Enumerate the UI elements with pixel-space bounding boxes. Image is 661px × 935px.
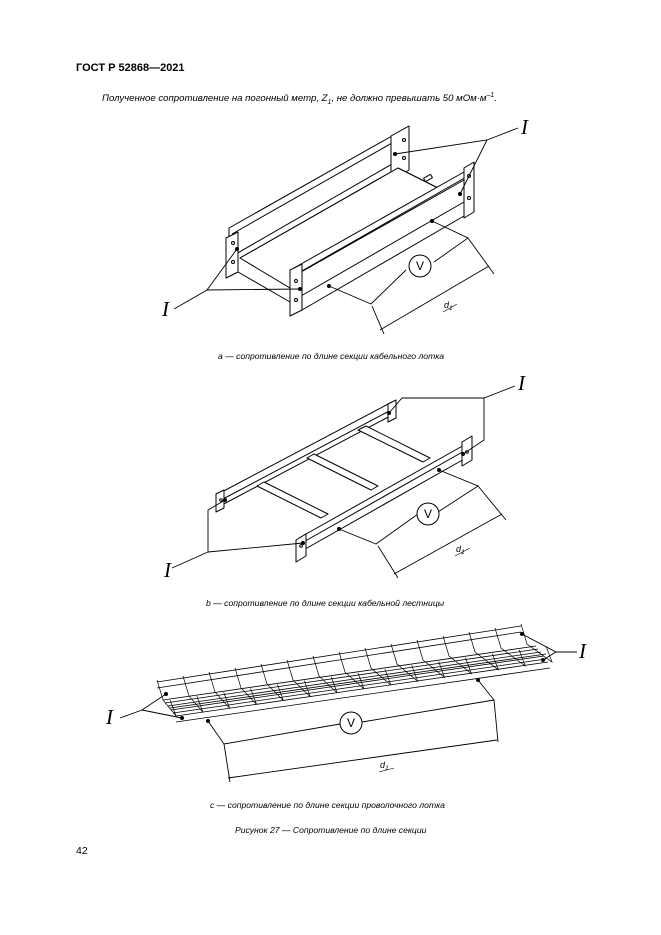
dimension-line-a — [379, 265, 490, 331]
dimension-line-b — [393, 513, 503, 575]
mesh-wire-loop — [234, 667, 257, 705]
voltmeter-symbol — [416, 502, 440, 526]
voltmeter-lead-right — [437, 469, 479, 513]
figure-a-caption: а — сопротивление по длине секции кабель… — [218, 351, 445, 361]
current-lead-right — [388, 385, 516, 414]
voltmeter-lead-right — [431, 220, 469, 263]
mesh-wire-loop — [312, 655, 338, 694]
dimension-label: d1 — [444, 300, 453, 312]
voltmeter-lead-left — [338, 513, 419, 545]
mesh-wire-loop — [442, 635, 473, 675]
voltmeter-label: V — [347, 716, 355, 730]
document-standard-number: ГОСТ Р 52868—2021 — [76, 62, 185, 74]
ladder-far-rail — [217, 401, 395, 507]
figure-b-caption: b — сопротивление по длине секции кабель… — [206, 598, 445, 608]
terminal-label-right: I — [578, 639, 587, 663]
figure-b-cable-ladder: V d1 I I — [163, 371, 526, 582]
figure-c-caption: с — сопротивление по длине секции провол… — [210, 800, 445, 810]
terminal-label-left: I — [161, 297, 170, 321]
voltmeter-symbol — [339, 711, 363, 735]
figure-title: Рисунок 27 — Сопротивление по длине секц… — [235, 825, 427, 835]
intro-subscript: 1 — [327, 99, 332, 107]
mesh-wire-loop — [416, 639, 446, 679]
mesh-wire-loop — [286, 659, 311, 697]
terminal-label-left: I — [105, 705, 114, 729]
intro-text-end: . — [494, 93, 497, 105]
voltmeter-label: V — [424, 507, 432, 521]
mesh-wire-loop — [338, 651, 365, 690]
dimension-label: d1 — [456, 544, 465, 556]
tray-left-end-plate-far — [225, 231, 239, 279]
mesh-wire-loop — [208, 671, 231, 709]
dimension-label: d1 — [380, 760, 389, 772]
terminal-label-right: I — [520, 115, 529, 139]
dimension-line-c — [227, 739, 498, 779]
mesh-wire-loop — [520, 623, 553, 663]
voltmeter-lead-left — [328, 269, 407, 305]
voltmeter-lead-left — [207, 720, 341, 745]
intro-superscript: –1 — [486, 92, 495, 99]
intro-sentence: Полученное сопротивление на погонный мет… — [102, 92, 497, 106]
current-lead-right — [521, 633, 577, 653]
figure-c-wire-tray: V d1 I I — [105, 623, 587, 783]
mesh-wire-loop — [182, 675, 204, 713]
terminal-label-right: I — [517, 371, 526, 395]
voltmeter-label: V — [416, 259, 424, 273]
intro-text-middle: , не должно превышать 50 мОм·м — [331, 93, 487, 105]
mesh-wire-loop — [260, 663, 284, 701]
ladder-rung-2 — [306, 453, 379, 491]
voltmeter-symbol — [408, 254, 432, 278]
figure-a-cable-tray: V d1 I I — [161, 115, 529, 335]
current-lead-right — [394, 127, 519, 155]
terminal-label-left: I — [163, 558, 172, 582]
ladder-rung-1 — [256, 481, 329, 519]
current-lead-left — [119, 693, 167, 719]
page-number: 42 — [76, 845, 88, 857]
intro-text-start: Полученное сопротивление на погонный мет… — [102, 93, 328, 105]
mesh-wire-loop — [364, 647, 392, 686]
mesh-wire-loop — [468, 631, 500, 671]
mesh-wire-loop — [494, 627, 526, 667]
current-lead-left — [171, 499, 226, 569]
ladder-rung-3 — [357, 425, 431, 463]
tray-near-end-plate — [463, 161, 475, 219]
mesh-wire-loop — [156, 679, 177, 717]
mesh-wire-loop — [390, 643, 419, 683]
